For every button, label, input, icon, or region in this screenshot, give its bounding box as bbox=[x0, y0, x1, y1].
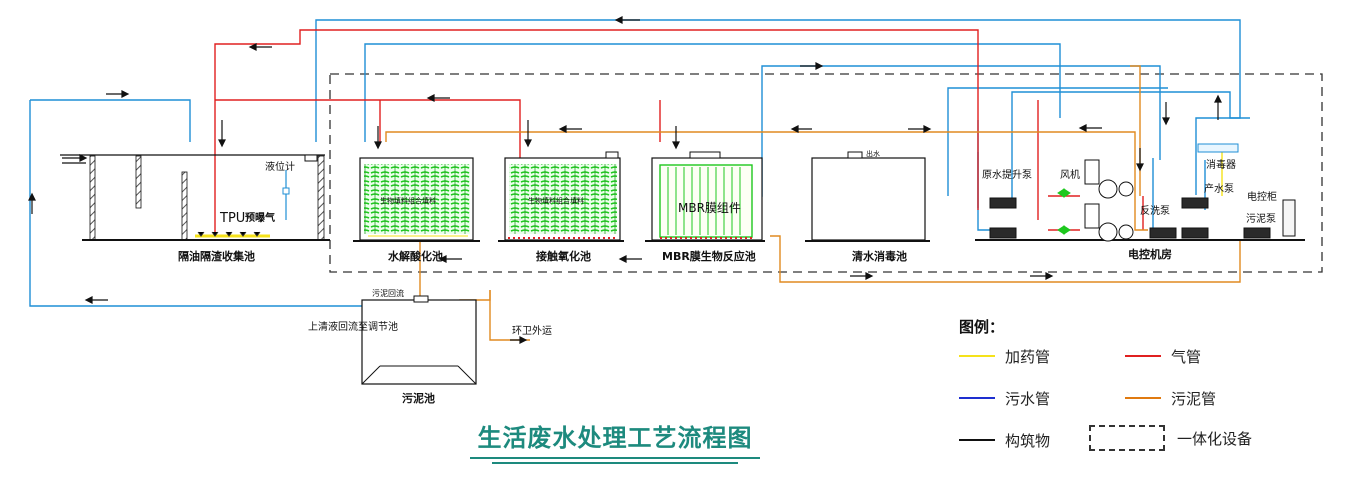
legend-line-sludge bbox=[1125, 397, 1161, 399]
legend-item-sewage: 污水管 bbox=[959, 386, 1050, 410]
diagram-title-block: 生活废水处理工艺流程图 bbox=[470, 418, 760, 464]
control-room bbox=[975, 199, 1305, 241]
legend-label: 加药管 bbox=[1005, 347, 1051, 366]
legend-label: 气管 bbox=[1171, 347, 1202, 366]
integrated-equipment-boundary bbox=[329, 73, 1323, 273]
sludge-tank-label: 污泥池 bbox=[402, 391, 435, 405]
hydrolysis-tank bbox=[353, 157, 480, 242]
tpu-label: TPU bbox=[219, 211, 245, 226]
legend-label: 构筑物 bbox=[1005, 431, 1051, 450]
legend-label: 污水管 bbox=[1005, 389, 1051, 408]
legend-item-integrated: 一体化设备 bbox=[1089, 425, 1253, 451]
disinfector-label: 消毒器 bbox=[1206, 158, 1236, 171]
legend-dash-box bbox=[1089, 425, 1165, 451]
mbr-module-label: MBR膜组件 bbox=[678, 201, 741, 215]
sludge-pump-label: 污泥泵 bbox=[1246, 212, 1276, 225]
legend-title: 图例： bbox=[959, 318, 1005, 336]
clear-water-label: 清水消毒池 bbox=[852, 249, 907, 263]
blower-label: 风机 bbox=[1060, 168, 1080, 181]
legend-item-sludge: 污泥管 bbox=[1125, 386, 1216, 410]
sludge-tank bbox=[361, 295, 477, 385]
legend-line-structure bbox=[959, 439, 995, 441]
title-underline-2 bbox=[491, 462, 739, 464]
supernatant-label: 上清液回流至调节池 bbox=[308, 320, 398, 333]
level-gauge-label: 液位计 bbox=[265, 160, 295, 173]
title-underline bbox=[470, 457, 760, 459]
legend-item-dosing: 加药管 bbox=[959, 344, 1050, 368]
legend-line-air bbox=[1125, 355, 1161, 357]
outlet-label: 出水 bbox=[866, 149, 880, 158]
sewage-pipes bbox=[29, 19, 1250, 307]
grease-trap-tank bbox=[60, 154, 330, 241]
lift-pump-label: 原水提升泵 bbox=[982, 169, 1032, 181]
mbr-label: MBR膜生物反应池 bbox=[662, 249, 756, 263]
control-cabinet-label: 电控柜 bbox=[1247, 190, 1277, 203]
legend-item-air: 气管 bbox=[1125, 344, 1201, 368]
legend-label: 污泥管 bbox=[1171, 389, 1217, 408]
sludge-return-label: 污泥回流 bbox=[372, 288, 404, 298]
media2-label: 生物填料组合填料 bbox=[528, 196, 584, 205]
legend: 图例： 加药管 气管 污水管 污泥管 构筑物 一体化设备 bbox=[957, 316, 1357, 466]
mbr-tank bbox=[645, 151, 765, 242]
contact-oxidation-tank bbox=[498, 151, 624, 242]
legend-item-structure: 构筑物 bbox=[959, 428, 1050, 452]
diagram-title: 生活废水处理工艺流程图 bbox=[477, 424, 753, 452]
legend-label: 一体化设备 bbox=[1177, 429, 1253, 448]
control-room-label: 电控机房 bbox=[1128, 247, 1172, 261]
legend-line-dosing bbox=[959, 355, 995, 357]
hydrolysis-label: 水解酸化池 bbox=[388, 249, 443, 263]
backwash-pump-label: 反洗泵 bbox=[1140, 205, 1170, 217]
pre-aeration-label: 预曝气 bbox=[245, 211, 275, 224]
contact-oxidation-label: 接触氧化池 bbox=[536, 249, 591, 263]
grease-trap-label: 隔油隔渣收集池 bbox=[178, 249, 255, 263]
media1-label: 生物填料组合填料 bbox=[380, 196, 436, 205]
legend-line-sewage bbox=[959, 397, 995, 399]
clear-water-tank bbox=[805, 151, 930, 242]
sanitation-label: 环卫外运 bbox=[512, 325, 552, 337]
pump-group bbox=[989, 143, 1271, 242]
product-pump-label: 产水泵 bbox=[1204, 182, 1234, 195]
